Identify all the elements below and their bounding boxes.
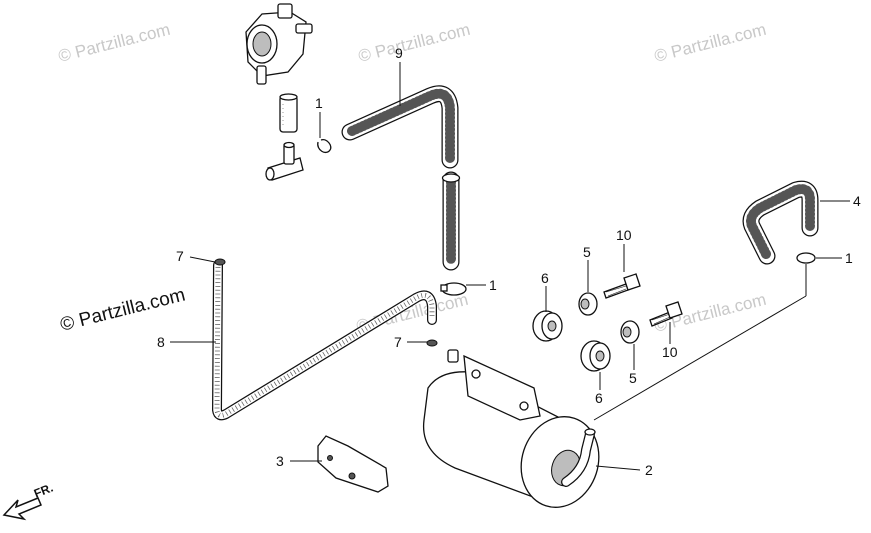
straight-hose [441,171,461,271]
hose-8 [212,260,437,421]
callout-2: 2 [645,462,653,478]
hose-4 [742,180,819,265]
bracket-3 [317,435,389,493]
callout-1-right: 1 [845,250,853,266]
callout-7-middle: 7 [394,334,402,350]
bolt-10-bottom [649,301,683,327]
t-joint [265,141,304,181]
grommet-6-bottom [580,340,611,372]
arrow-icon [2,497,42,521]
callout-9: 9 [395,45,403,61]
clip-right [796,252,816,264]
callout-numbers: 1 9 4 1 10 5 6 7 1 8 7 10 5 6 3 2 [157,45,861,478]
watermarks: © Partzilla.com © Partzilla.com © Partzi… [56,20,768,336]
callout-3: 3 [276,453,284,469]
watermark-2: © Partzilla.com [356,20,472,66]
callout-6-bottom: 6 [595,390,603,406]
grommet-5-top [578,292,598,316]
clip-top [317,139,332,154]
watermark-1: © Partzilla.com [56,20,172,66]
front-direction-arrow: FR. [2,481,55,521]
leader-lines [170,62,850,471]
hose-9 [341,85,459,169]
grommet-6-top [532,310,563,342]
callout-6-top: 6 [541,270,549,286]
watermark-3: © Partzilla.com [652,20,768,66]
callout-10-bottom: 10 [662,344,678,360]
bolt-10-top [603,273,641,299]
watermark-main: © Partzilla.com [58,285,187,336]
callout-5-top: 5 [583,244,591,260]
canister-2 [422,349,600,508]
clip-7-top [214,258,226,266]
clip-middle [440,282,467,296]
callout-1-top: 1 [315,95,323,111]
callout-10-top: 10 [616,227,632,243]
callout-1-middle: 1 [489,277,497,293]
grommet-5-bottom [620,320,640,344]
callout-5-bottom: 5 [629,370,637,386]
front-label: FR. [32,481,55,501]
callout-4: 4 [853,193,861,209]
callout-7-top: 7 [176,248,184,264]
clip-7-middle [426,339,438,347]
short-hose [279,93,298,133]
callout-8: 8 [157,334,165,350]
valve-assembly [245,3,313,85]
